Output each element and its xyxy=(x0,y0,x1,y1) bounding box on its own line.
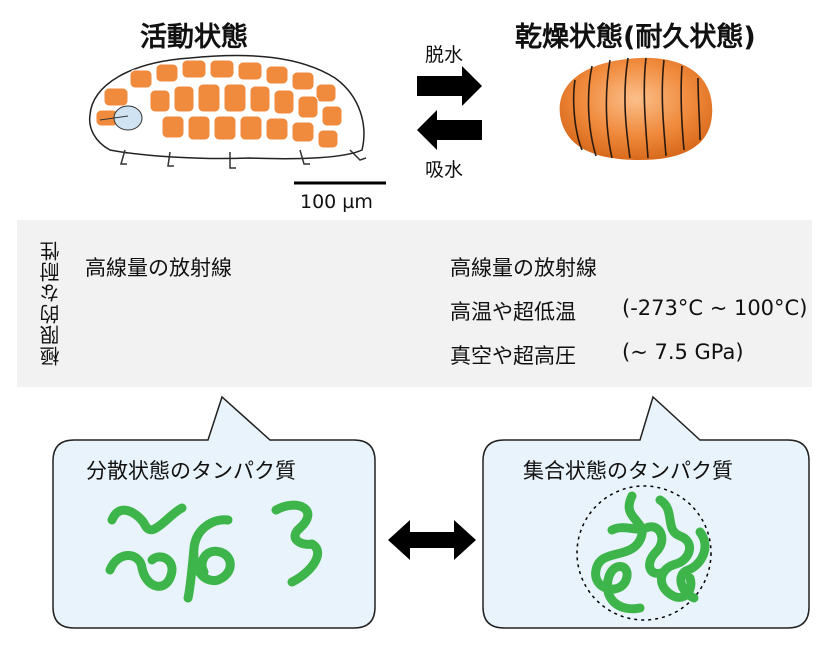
dry-tolerance-range: (-273°C ~ 100°C) xyxy=(622,296,808,320)
dry-tolerance-item: 高線量の放射線 xyxy=(450,256,597,280)
dry-state-title: 乾燥状態(耐久状態) xyxy=(515,22,756,53)
dispersed-bubble xyxy=(52,395,376,629)
aggregated-bubble xyxy=(482,395,810,629)
active-tardigrade-illustration xyxy=(88,54,367,169)
rehydrate-label: 吸水 xyxy=(425,159,464,181)
dry-tolerance-range: (~ 7.5 GPa) xyxy=(622,340,744,364)
dehydrate-arrow-icon xyxy=(417,66,482,106)
dispersed-protein-strands xyxy=(105,500,323,603)
dry-tardigrade-illustration xyxy=(559,57,713,161)
dry-tolerance-item: 高温や超低温 xyxy=(450,300,576,324)
aggregated-protein-cluster xyxy=(591,491,710,614)
active-tolerance-item: 高線量の放射線 xyxy=(85,256,232,280)
rehydrate-arrow-icon xyxy=(417,110,482,150)
scale-bar-label: 100 µm xyxy=(300,191,373,213)
aggregate-boundary xyxy=(576,485,712,621)
double-arrow-icon xyxy=(388,520,476,560)
dehydrate-label: 脱水 xyxy=(425,44,464,66)
dry-tolerance-item: 真空や超高圧 xyxy=(450,344,576,368)
tolerance-heading: 極限的な耐性 xyxy=(38,240,63,366)
tolerance-band: 極限的な耐性 xyxy=(17,220,812,387)
dispersed-bubble-title: 分散状態のタンパク質 xyxy=(86,459,296,483)
aggregated-bubble-title: 集合状態のタンパク質 xyxy=(523,459,733,483)
active-state-title: 活動状態 xyxy=(140,22,248,53)
